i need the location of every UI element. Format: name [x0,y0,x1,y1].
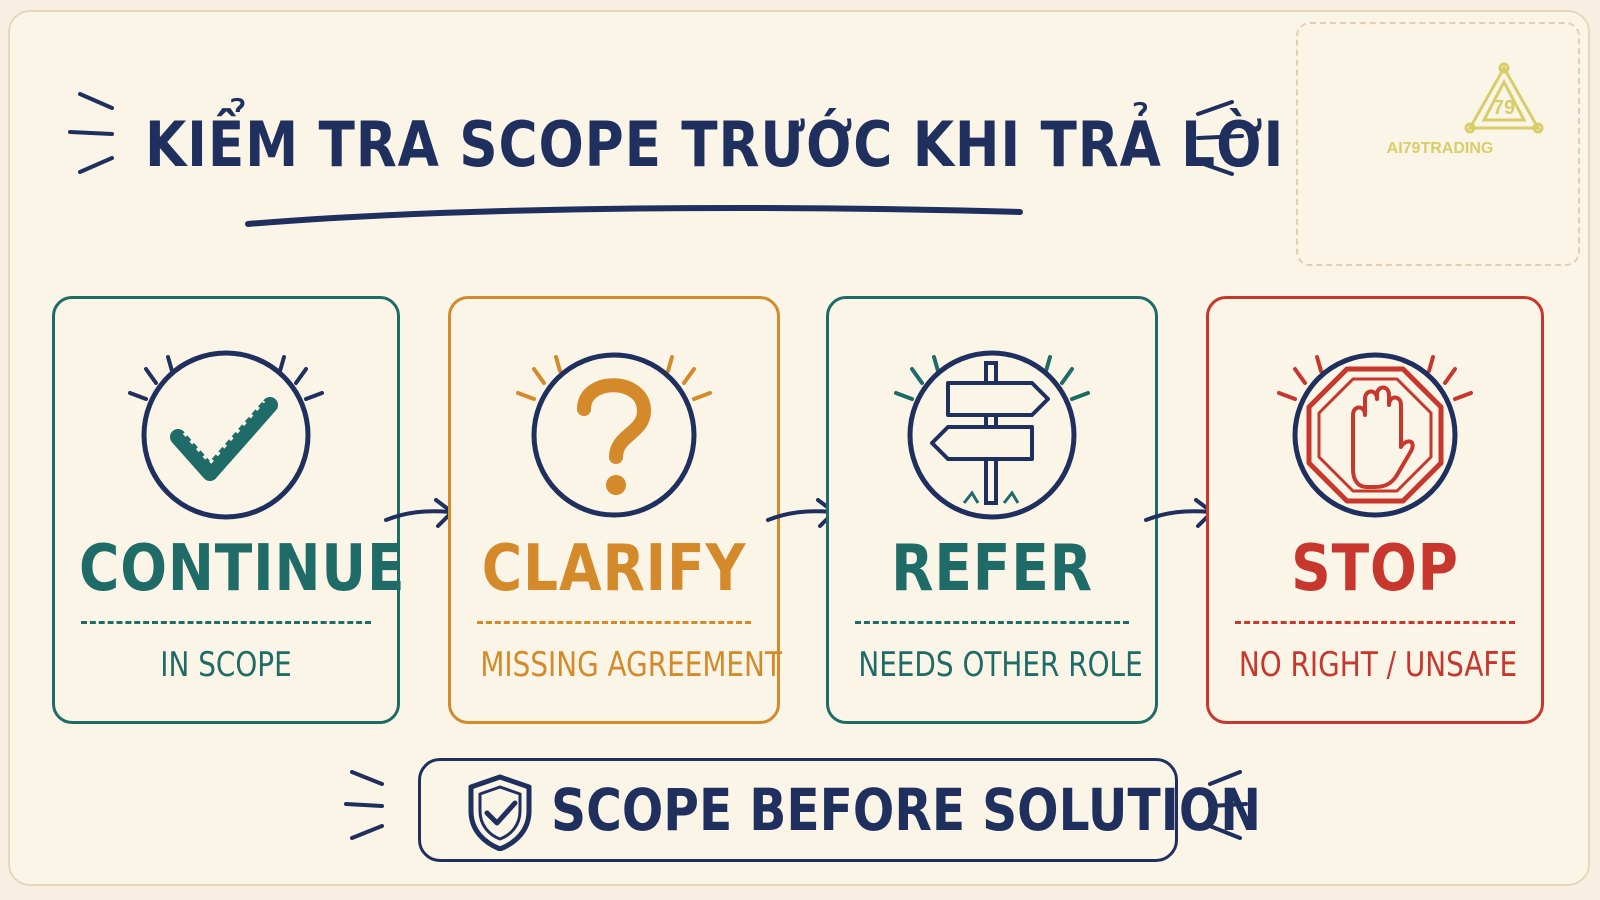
card-refer-divider [855,621,1129,624]
card-refer-action: REFER [891,532,1093,606]
arrow-right-icon [384,498,454,528]
question-mark-icon [516,352,712,518]
card-stop-divider [1235,621,1515,624]
card-continue-action: CONTINUE [78,532,406,606]
logo-mark-icon: 79 [1464,62,1544,134]
card-refer: REFER NEEDS OTHER ROLE [826,296,1158,724]
page-title: KIỂM TRA SCOPE TRƯỚC KHI TRẢ LỜI [145,108,1285,181]
title-accent-right-icon [1196,100,1244,176]
card-continue-note: IN SCOPE [160,645,292,685]
card-clarify-note: MISSING AGREEMENT [480,645,782,685]
stop-hand-icon [1277,352,1473,518]
banner-text: SCOPE BEFORE SOLUTION [551,776,1262,844]
card-clarify-action: CLARIFY [481,532,747,606]
card-continue: CONTINUE IN SCOPE [52,296,406,724]
banner-accent-right-icon [1208,770,1248,840]
card-clarify-divider [477,621,751,624]
shield-check-icon [468,774,532,851]
principle-banner: SCOPE BEFORE SOLUTION [418,758,1262,862]
card-refer-note: NEEDS OTHER ROLE [858,645,1143,685]
card-continue-divider [81,621,371,624]
checkmark-icon [128,350,324,520]
card-stop-action: STOP [1291,532,1459,606]
title-accent-left-icon [68,92,114,174]
logo-mark-text: 79 [1493,97,1515,119]
card-stop: STOP NO RIGHT / UNSAFE [1206,296,1544,724]
signpost-icon [894,350,1090,520]
card-clarify: CLARIFY MISSING AGREEMENT [448,296,782,724]
title-underline [245,205,1023,227]
card-stop-note: NO RIGHT / UNSAFE [1238,645,1518,685]
banner-accent-left-icon [344,770,384,840]
logo-text: AI79TRADING [1386,140,1494,157]
logo-box: 79 AI79TRADING [1296,22,1580,266]
